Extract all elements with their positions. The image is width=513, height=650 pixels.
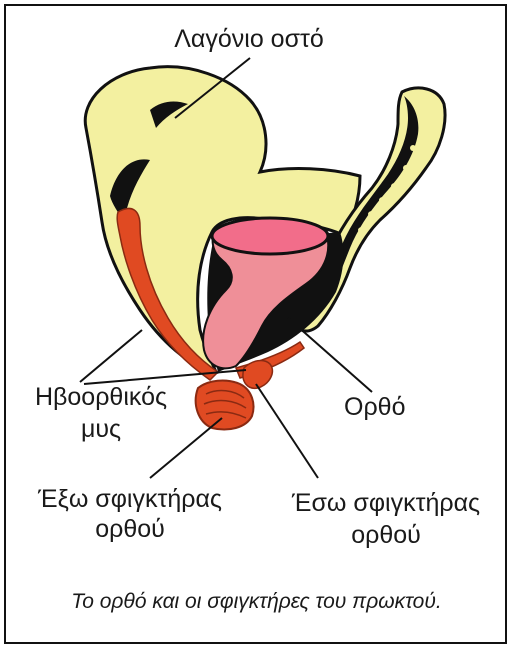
label-rectum: Ορθό (344, 392, 405, 422)
external-sphincter (196, 381, 254, 430)
label-puborectalis-line2: μυς (12, 414, 190, 444)
label-puborectalis-line1: Ηβοορθικός (12, 382, 190, 412)
leader-levator-a (80, 330, 142, 382)
label-external-sphincter-line1: Έξω σφιγκτήρας (2, 484, 258, 514)
rectum-opening (212, 218, 328, 254)
leader-rectum (288, 318, 372, 392)
leader-internal (256, 384, 318, 478)
label-external-sphincter-line2: ορθού (2, 514, 258, 544)
internal-sphincter (243, 361, 272, 389)
label-internal-sphincter-line1: Έσω σφιγκτήρας (262, 488, 510, 518)
figure-caption: Το ορθό και οι σφιγκτήρες του πρωκτού. (0, 590, 513, 614)
label-iliac-bone: Λαγόνιο οστό (124, 24, 374, 54)
label-internal-sphincter-line2: ορθού (262, 520, 510, 550)
